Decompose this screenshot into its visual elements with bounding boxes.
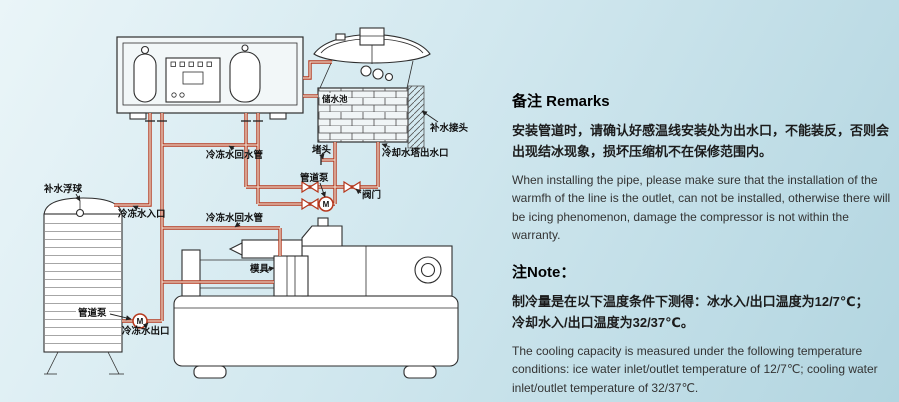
chiller-unit xyxy=(116,36,304,120)
label-chilled-water-inlet: 冷冻水入口 xyxy=(118,208,166,220)
machine-foot xyxy=(193,365,227,379)
label-tower-outlet: 冷却水塔出水口 xyxy=(382,147,449,159)
pump-motor-letter: M xyxy=(137,317,144,326)
note-text-zh: 制冷量是在以下温度条件下测得：冰水入/出口温度为12/7℃； 冷却水入/出口温度… xyxy=(512,292,892,334)
label-plug: 堵头 xyxy=(312,144,332,156)
machine-foot xyxy=(403,365,437,379)
mold-block xyxy=(273,255,309,297)
label-storage-tank: 储水池 xyxy=(321,94,348,104)
pump-motor-letter: M xyxy=(323,200,330,209)
label-chilled-return-pipe-mid: 冷冻水回水管 xyxy=(206,212,264,224)
label-chilled-return-pipe-top: 冷冻水回水管 xyxy=(206,149,264,161)
injection-tower xyxy=(301,225,343,247)
control-box xyxy=(165,57,221,103)
label-chilled-water-outlet: 冷冻水出口 xyxy=(122,325,170,337)
storage-tank: 储水池 xyxy=(317,87,409,143)
chiller-foot xyxy=(129,112,147,120)
molding-machine xyxy=(173,217,459,379)
label-valve: 阀门 xyxy=(362,189,381,201)
tank-legs xyxy=(44,351,124,375)
float-ball xyxy=(75,201,85,218)
nozzle xyxy=(228,242,243,256)
tower-port xyxy=(384,72,394,82)
fan-motor xyxy=(359,27,385,64)
pump-icon: M xyxy=(318,196,334,212)
note-text-en: The cooling capacity is measured under t… xyxy=(512,343,878,395)
wall-hatch xyxy=(407,85,425,149)
tower-port xyxy=(372,68,384,80)
leader-lines xyxy=(75,110,439,329)
notes-panel: 备注 Remarks 安装管道时，请确认好感温线安装处为出水口，不能装反，否则会… xyxy=(512,90,892,402)
injection-arm xyxy=(241,239,303,259)
valve-icon xyxy=(301,180,319,194)
note-text-zh-line2: 冷却水入/出口温度为32/37℃。 xyxy=(512,314,694,330)
label-pipe-pump-bottom: 管道泵 xyxy=(78,307,107,319)
clamp-plate xyxy=(181,249,201,297)
remarks-text-zh: 安装管道时，请确认好感温线安装处为出水口，不能装反，否则会出现结冰现象，损坏压缩… xyxy=(512,123,890,159)
valve-icon xyxy=(301,197,319,211)
note-text-zh-line1: 制冷量是在以下温度条件下测得：冰水入/出口温度为12/7℃； xyxy=(512,293,869,309)
signal-light xyxy=(317,217,329,227)
remarks-text-en: When installing the pipe, please make su… xyxy=(512,172,891,243)
machine-base xyxy=(173,295,459,367)
remarks-heading: 备注 Remarks xyxy=(512,93,610,110)
tower-port xyxy=(360,65,372,77)
label-underlay xyxy=(76,306,109,318)
installation-piping-diagram: 储水池 xyxy=(43,27,469,379)
chiller-foot xyxy=(269,112,287,120)
note-heading: 注Note： xyxy=(512,263,576,281)
label-refill-joint: 补水接头 xyxy=(429,122,469,134)
receiver-tank xyxy=(229,44,261,103)
water-tank xyxy=(43,197,124,375)
label-refill-float-ball: 补水浮球 xyxy=(43,183,83,195)
label-pipe-pump-top: 管道泵 xyxy=(300,172,329,184)
cooling-tower xyxy=(313,27,431,89)
label-mold: 模具 xyxy=(250,263,270,275)
accumulator-tank xyxy=(133,45,157,103)
